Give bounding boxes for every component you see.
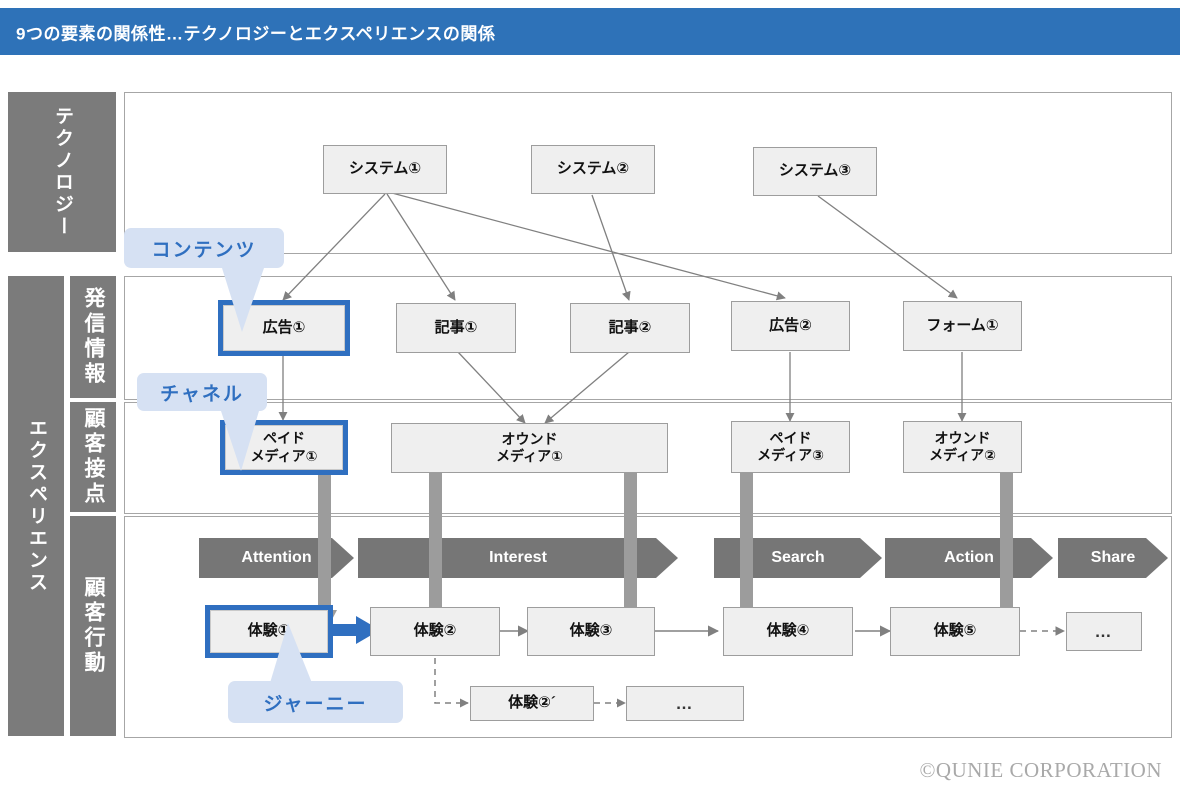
- callout-contents-tail: [222, 268, 264, 332]
- node-ad-1-label: 広告①: [262, 318, 306, 336]
- node-experience-2[interactable]: 体験②: [370, 607, 500, 656]
- node-owned-media-1-line1: オウンド: [501, 430, 558, 447]
- callout-contents-label: コンテンツ: [151, 239, 257, 261]
- node-system-2-label: システム②: [556, 160, 630, 178]
- node-paid-media-3[interactable]: ペイド メディア③: [731, 421, 850, 473]
- node-system-2[interactable]: システム②: [531, 145, 655, 194]
- node-article-1-label: 記事①: [434, 318, 478, 336]
- sidebar-subgroup-behavior-label: 顧客行動: [82, 576, 106, 676]
- node-form-1[interactable]: フォーム①: [903, 301, 1022, 351]
- node-paid-media-1[interactable]: ペイド メディア①: [220, 420, 348, 475]
- callout-channel-tail: [221, 411, 259, 471]
- node-experience-4-label: 体験④: [766, 622, 810, 640]
- node-owned-media-1-line2: メディア①: [496, 448, 563, 464]
- sidebar-group-experience: エクスペリエンス: [8, 276, 64, 736]
- node-owned-media-2-line2: メディア②: [929, 447, 996, 463]
- sidebar-subgroup-content: 発信情報: [70, 276, 116, 398]
- node-experience-3[interactable]: 体験③: [527, 607, 655, 656]
- node-branch-more-label: …: [675, 693, 695, 713]
- node-experience-5[interactable]: 体験⑤: [890, 607, 1020, 656]
- slide-header-bar: 9つの要素の関係性…テクノロジーとエクスペリエンスの関係: [0, 8, 1180, 55]
- node-experience-1-inner: 体験①: [210, 610, 328, 653]
- node-article-1[interactable]: 記事①: [396, 303, 516, 353]
- node-experience-2-label: 体験②: [413, 622, 457, 640]
- funnel-stage-interest[interactable]: Interest: [358, 538, 678, 578]
- node-experience-2-prime[interactable]: 体験②´: [470, 686, 594, 721]
- node-paid-media-3-line1: ペイド: [769, 429, 812, 446]
- node-owned-media-2-line1: オウンド: [934, 429, 991, 446]
- callout-journey-tail: [270, 623, 312, 683]
- node-experience-3-label: 体験③: [569, 622, 613, 640]
- node-experience-more-label: …: [1094, 621, 1114, 641]
- funnel-stage-interest-label: Interest: [489, 549, 547, 566]
- funnel-stage-attention[interactable]: Attention: [199, 538, 354, 578]
- node-ad-2-label: 広告②: [769, 316, 812, 334]
- node-owned-media-2[interactable]: オウンド メディア②: [903, 421, 1022, 473]
- node-experience-1-label: 体験①: [247, 622, 291, 640]
- copyright-notice: ©QUNIE CORPORATION: [919, 758, 1162, 782]
- callout-contents: コンテンツ: [124, 228, 284, 332]
- sidebar-subgroup-behavior: 顧客行動: [70, 516, 116, 736]
- node-ad-2[interactable]: 広告②: [731, 301, 850, 351]
- node-paid-media-1-line1: ペイド: [263, 430, 305, 446]
- funnel-stage-share-label: Share: [1090, 549, 1136, 566]
- node-paid-media-3-line2: メディア③: [757, 447, 824, 463]
- node-system-1-label: システム①: [348, 160, 422, 178]
- sidebar-group-technology-label: テクノロジー: [51, 106, 73, 238]
- callout-journey: ジャーニー: [228, 623, 403, 723]
- node-paid-media-1-line2: メディア①: [250, 447, 318, 464]
- callout-journey-label: ジャーニー: [263, 693, 368, 715]
- page-title: 9つの要素の関係性…テクノロジーとエクスペリエンスの関係: [16, 24, 496, 43]
- node-system-1[interactable]: システム①: [323, 145, 447, 194]
- sidebar-subgroup-touchpoint-label: 顧客接点: [82, 407, 106, 507]
- funnel-stage-action[interactable]: Action: [885, 538, 1053, 578]
- node-experience-2-prime-label: 体験②´: [508, 694, 556, 712]
- node-form-1-label: フォーム①: [926, 316, 999, 334]
- funnel-stage-share[interactable]: Share: [1058, 538, 1168, 578]
- callout-channel-label: チャネル: [160, 383, 244, 405]
- node-experience-1[interactable]: 体験①: [205, 605, 333, 658]
- funnel-stage-attention-label: Attention: [241, 549, 312, 566]
- callout-channel: チャネル: [137, 373, 267, 471]
- node-owned-media-1[interactable]: オウンド メディア①: [391, 423, 668, 473]
- sidebar-group-technology: テクノロジー: [8, 92, 116, 252]
- sidebar-subgroup-content-label: 発信情報: [82, 287, 106, 387]
- node-experience-4[interactable]: 体験④: [723, 607, 853, 656]
- sidebar-group-experience-label: エクスペリエンス: [25, 418, 47, 594]
- node-experience-5-label: 体験⑤: [933, 622, 977, 640]
- funnel-stage-search-label: Search: [771, 549, 825, 566]
- funnel-stage-search[interactable]: Search: [714, 538, 882, 578]
- funnel-stage-action-label: Action: [944, 549, 994, 566]
- sidebar-subgroup-touchpoint: 顧客接点: [70, 402, 116, 512]
- node-system-3[interactable]: システム③: [753, 147, 877, 196]
- node-system-3-label: システム③: [778, 162, 852, 180]
- node-article-2[interactable]: 記事②: [570, 303, 690, 353]
- node-article-2-label: 記事②: [608, 318, 652, 336]
- node-branch-more[interactable]: …: [626, 686, 744, 721]
- node-experience-more[interactable]: …: [1066, 612, 1142, 651]
